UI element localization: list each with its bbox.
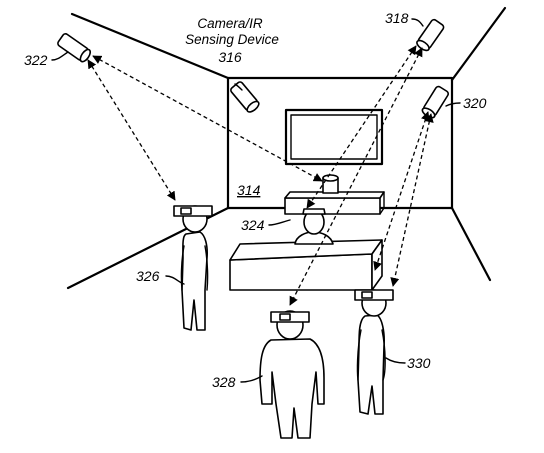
sensing-paths <box>87 45 434 306</box>
user-326-figure <box>173 205 213 331</box>
label-316: 316 <box>218 49 242 65</box>
label-328: 328 <box>212 374 236 390</box>
user-330-figure <box>354 289 394 415</box>
camera-318-icon <box>416 18 445 52</box>
console-table <box>284 191 385 215</box>
device-title-line1: Camera/IR <box>197 16 263 31</box>
label-314: 314 <box>237 182 261 198</box>
leader-lines <box>51 18 461 383</box>
user-328-figure <box>259 310 325 439</box>
label-324: 324 <box>241 217 265 233</box>
label-320: 320 <box>463 95 487 111</box>
camera-320-icon <box>421 85 450 119</box>
device-title-line2: Sensing Device <box>185 32 279 47</box>
label-330: 330 <box>407 355 431 371</box>
console-sensor-icon <box>322 174 339 194</box>
camera-322-icon <box>57 33 92 63</box>
camera-316-icon <box>230 81 260 113</box>
label-318: 318 <box>385 10 409 26</box>
label-322: 322 <box>24 52 48 68</box>
label-326: 326 <box>136 268 160 284</box>
desk <box>229 239 383 291</box>
